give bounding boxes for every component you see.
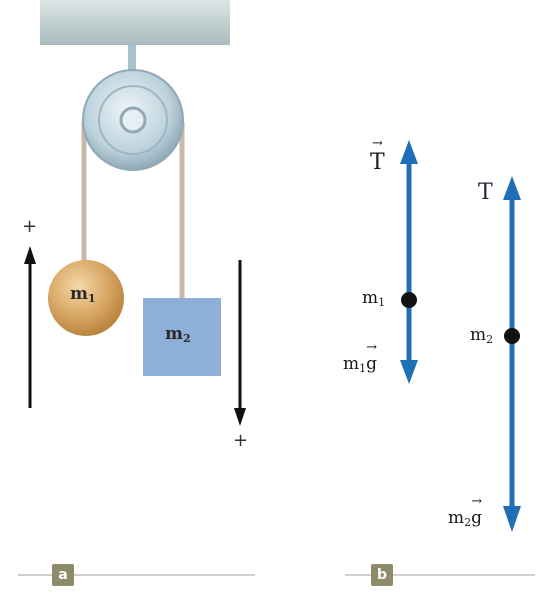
m2-weight-sub: 2 bbox=[464, 516, 472, 529]
panel-a-tag: a bbox=[52, 564, 74, 586]
right-plus-sign: + bbox=[233, 430, 249, 451]
m1-mass-base: m bbox=[362, 288, 379, 308]
m2-mass-sub: 2 bbox=[486, 333, 494, 346]
m1-point bbox=[401, 292, 417, 308]
m1-tension-label: T bbox=[370, 150, 385, 175]
m1-weight-label: m1g bbox=[343, 354, 377, 375]
mass-2-sub: 2 bbox=[183, 332, 191, 345]
pulley-groove bbox=[98, 85, 168, 155]
m2-point bbox=[504, 328, 520, 344]
m2-mass-base: m bbox=[470, 325, 487, 345]
panel-b-tag: b bbox=[371, 564, 393, 586]
mass-2-base: m bbox=[165, 324, 183, 344]
mass-1-sub: 1 bbox=[88, 292, 96, 305]
mass-2-block bbox=[143, 298, 221, 376]
m2-tension-head bbox=[503, 176, 521, 200]
pulley-axle bbox=[119, 106, 147, 134]
m1-tension-text: T bbox=[370, 150, 385, 175]
m1-weight-sub: 1 bbox=[359, 362, 367, 375]
ceiling bbox=[40, 0, 230, 45]
mass-1-ball bbox=[48, 260, 124, 336]
mass-1-label: m1 bbox=[70, 284, 96, 305]
m2-weight-vec: g bbox=[471, 508, 482, 528]
m1-weight-vec: g bbox=[366, 354, 377, 374]
m1-tension-head bbox=[400, 140, 418, 164]
m2-tension-text: T bbox=[478, 180, 493, 205]
m1-mass-sub: 1 bbox=[378, 296, 386, 309]
m2-weight-label: m2g bbox=[448, 508, 482, 529]
right-arrow-head bbox=[234, 408, 246, 426]
m2-tension-label: T bbox=[478, 180, 493, 205]
m1-weight-base: m bbox=[343, 354, 360, 374]
m1-weight-head bbox=[400, 360, 418, 384]
left-arrow-head bbox=[24, 246, 36, 264]
m2-mass-label: m2 bbox=[470, 325, 493, 346]
left-plus-sign: + bbox=[22, 216, 38, 237]
m1-mass-label: m1 bbox=[362, 288, 385, 309]
m2-weight-base: m bbox=[448, 508, 465, 528]
m2-weight-head bbox=[503, 506, 521, 532]
mass-2-label: m2 bbox=[165, 324, 191, 345]
mass-1-base: m bbox=[70, 284, 88, 304]
